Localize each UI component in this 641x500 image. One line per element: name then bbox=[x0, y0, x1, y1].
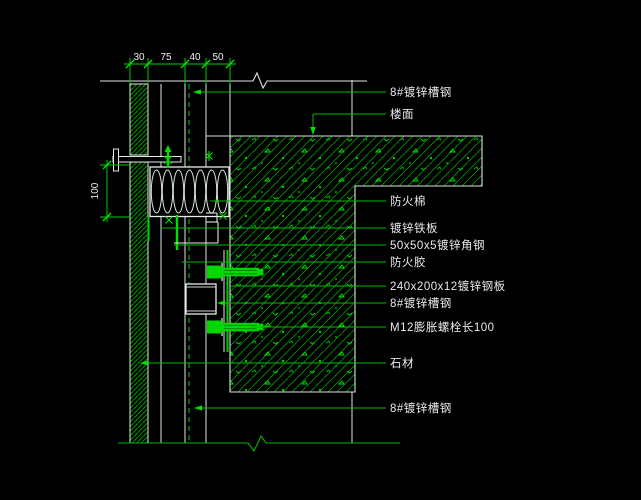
expansion-bolt bbox=[207, 318, 264, 336]
label-fireproof-cotton: 防火棉 bbox=[390, 194, 426, 208]
left-dimension: 100 bbox=[90, 160, 130, 222]
channel-steel-section bbox=[185, 283, 217, 315]
leader-arrows bbox=[140, 89, 316, 411]
dim-100: 100 bbox=[90, 182, 101, 199]
subframe-details bbox=[147, 212, 227, 250]
dimension-ticks bbox=[125, 59, 235, 69]
concrete-slab bbox=[206, 135, 483, 393]
expansion-bolt bbox=[207, 263, 264, 281]
label-channel-steel-mid: 8#镀锌槽钢 bbox=[390, 296, 452, 310]
bottom-break-line bbox=[118, 434, 400, 453]
curtain-wall-frame-lines bbox=[160, 80, 353, 443]
label-expansion-bolt: M12膨胀螺栓长100 bbox=[390, 320, 495, 334]
dim-75: 75 bbox=[160, 52, 172, 63]
stone-panel bbox=[129, 83, 149, 444]
dim-30: 30 bbox=[133, 52, 145, 63]
leader-lines bbox=[144, 91, 386, 409]
weld-mark bbox=[165, 216, 173, 224]
label-fireproof-sealant: 防火胶 bbox=[390, 255, 426, 269]
top-dimension: 30 75 40 50 bbox=[124, 52, 236, 84]
stone-joint-bracket bbox=[112, 145, 213, 172]
dim-40: 40 bbox=[189, 52, 201, 63]
label-angle-steel: 50x50x5镀锌角钢 bbox=[390, 238, 485, 252]
label-channel-steel-bottom: 8#镀锌槽钢 bbox=[390, 401, 452, 415]
angle-steel bbox=[174, 212, 219, 244]
weld-mark bbox=[219, 212, 227, 220]
label-stone: 石材 bbox=[390, 356, 414, 370]
label-steel-plate: 240x200x12镀锌钢板 bbox=[390, 279, 506, 293]
label-galvanized-sheet: 镀锌铁板 bbox=[390, 221, 438, 235]
annotations: 8#镀锌槽钢 楼面 防火棉 镀锌铁板 50x50x5镀锌角钢 防火胶 240x2… bbox=[390, 85, 506, 415]
label-channel-steel-top: 8#镀锌槽钢 bbox=[390, 85, 452, 99]
label-floor-level: 楼面 bbox=[390, 107, 414, 121]
top-break-line bbox=[100, 71, 367, 90]
anchor-pin bbox=[163, 145, 173, 168]
dim-50: 50 bbox=[212, 52, 224, 63]
weld-mark bbox=[205, 151, 213, 161]
fireproof-cotton bbox=[149, 166, 230, 218]
